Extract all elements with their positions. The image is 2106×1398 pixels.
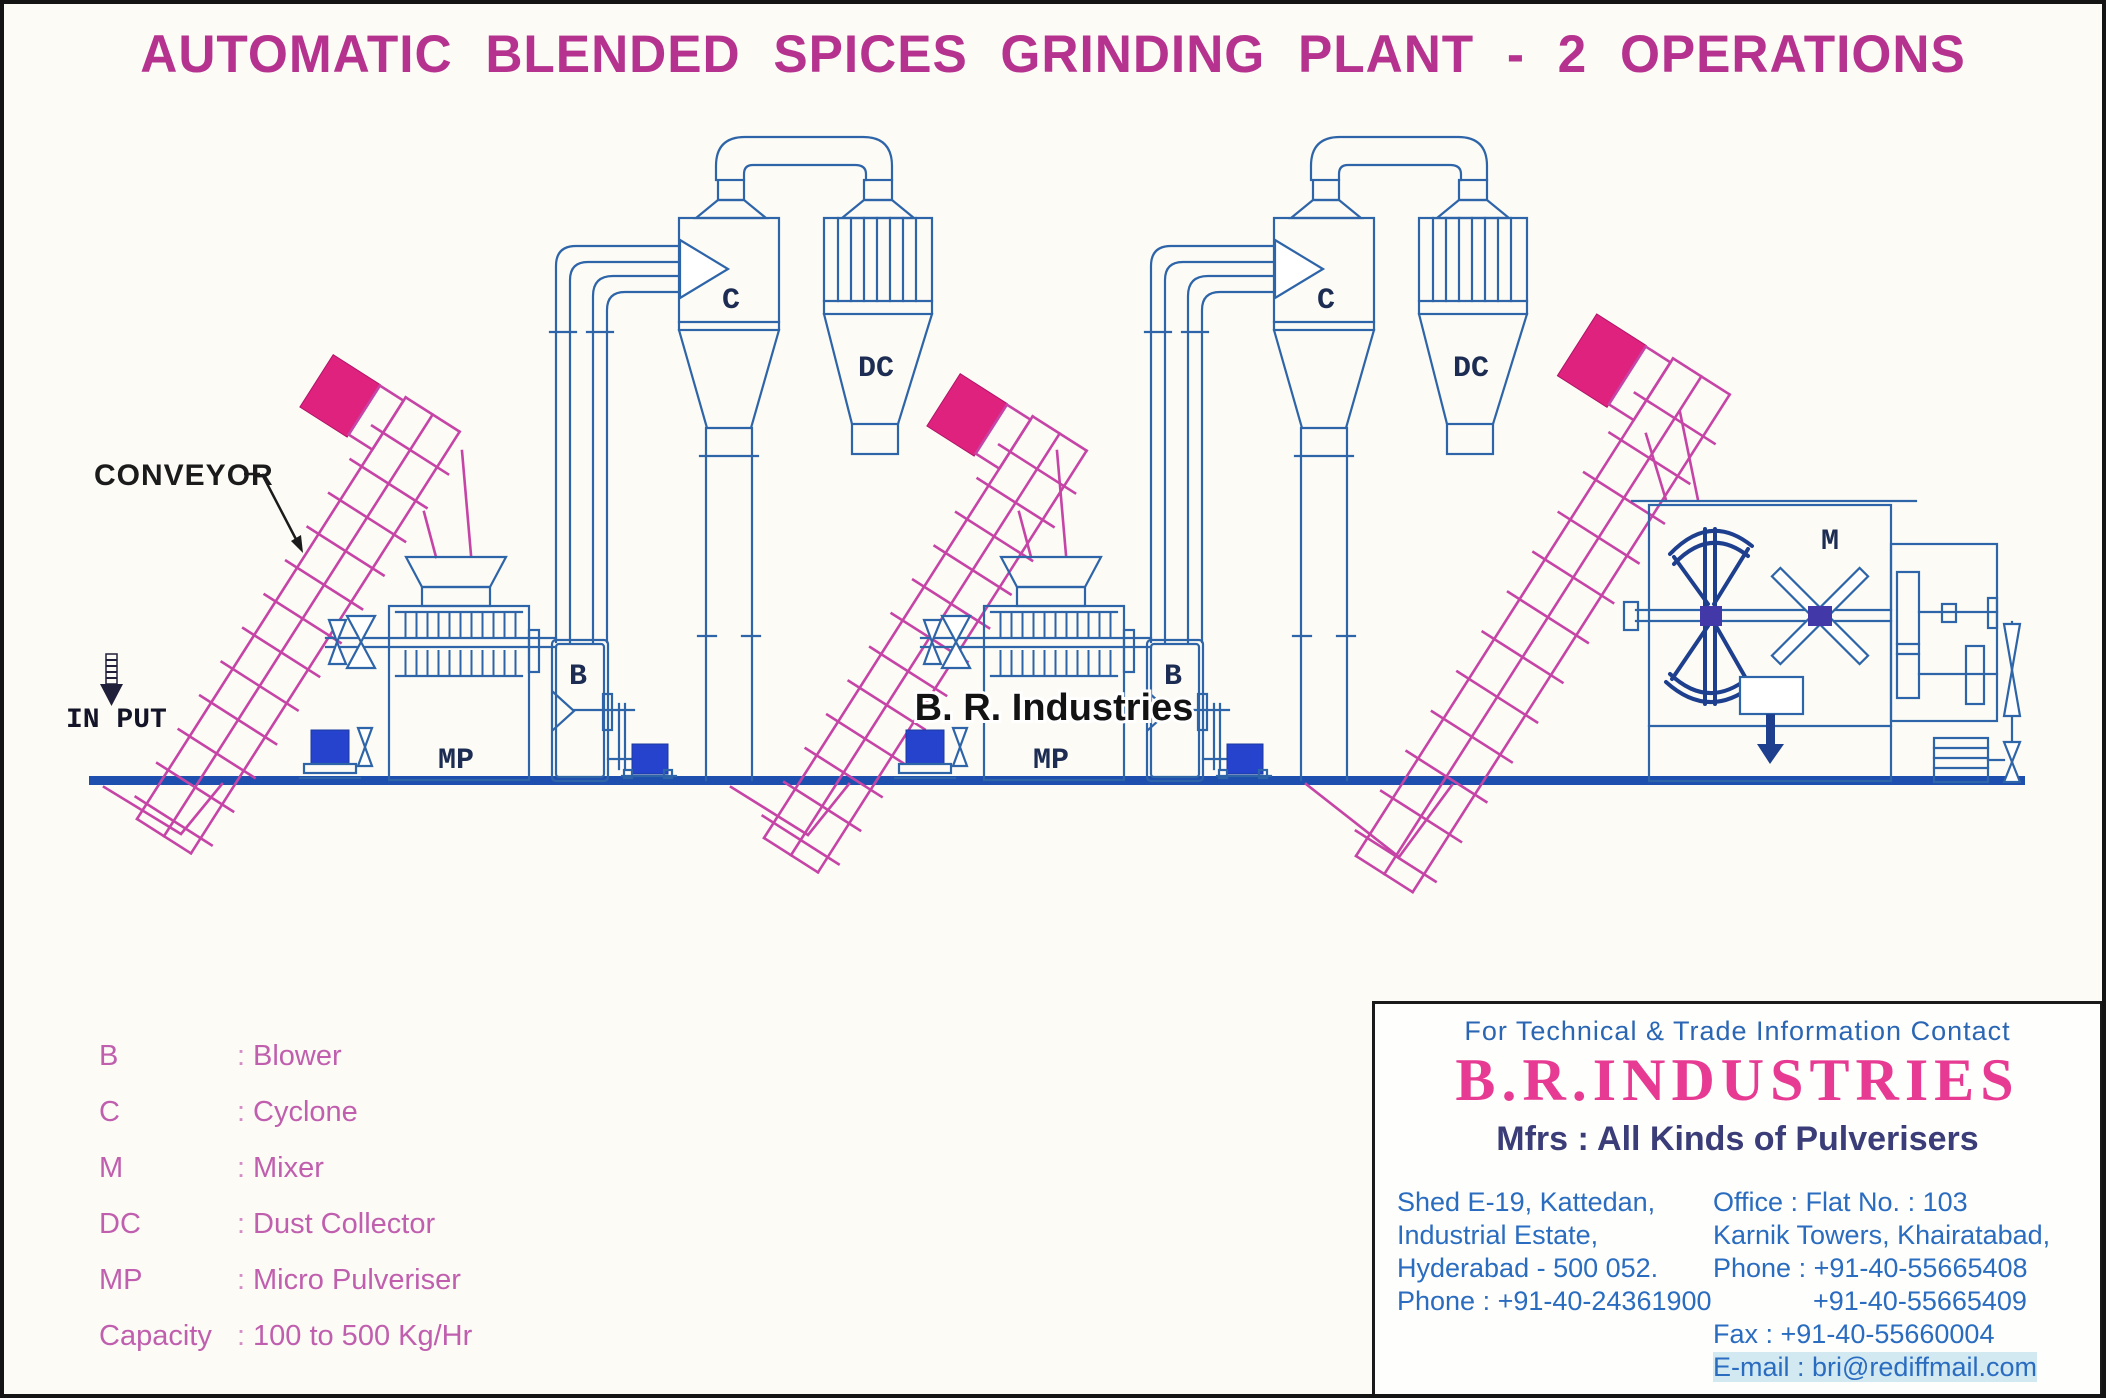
- office-email: E-mail : bri@rediffmail.com: [1713, 1351, 2100, 1384]
- legend-value: Micro Pulveriser: [253, 1263, 461, 1296]
- contact-card: For Technical & Trade Information Contac…: [1372, 1001, 2102, 1394]
- legend-row-mixer: M:Mixer: [99, 1140, 472, 1196]
- legend-value: Cyclone: [253, 1095, 358, 1128]
- legend-key: C: [99, 1095, 120, 1128]
- office-phone: Phone : +91-40-55665408: [1713, 1253, 2028, 1283]
- works-phone: Phone : +91-40-24361900: [1397, 1286, 1712, 1316]
- legend-key: M: [99, 1151, 124, 1184]
- address-line: Industrial Estate,: [1397, 1220, 1599, 1250]
- mixer-drive: [1889, 542, 2022, 784]
- legend-separator: :: [237, 1095, 246, 1128]
- legend: B:Blower C:Cyclone M:Mixer DC:Dust Colle…: [99, 1028, 472, 1364]
- contact-header: For Technical & Trade Information Contac…: [1464, 1016, 2011, 1046]
- operation-2: [893, 135, 1529, 783]
- plant-diagram-canvas: MP B: [64, 135, 2025, 901]
- legend-row-dust-collector: DC:Dust Collector: [99, 1196, 472, 1252]
- legend-key: B: [99, 1039, 119, 1072]
- address-office: Office : Flat No. : 103 Karnik Towers, K…: [1713, 1186, 2100, 1384]
- conveyor-boots: [102, 410, 1700, 859]
- mixer-discharge: [1738, 675, 1805, 716]
- mixer-label: M: [1821, 525, 1839, 559]
- conveyor-annotation: CONVEYOR: [94, 459, 303, 553]
- legend-key: MP: [99, 1263, 143, 1296]
- legend-key: DC: [99, 1207, 141, 1240]
- address-works: Shed E-19, Kattedan, Industrial Estate, …: [1375, 1186, 1713, 1384]
- legend-row-micro-pulveriser: MP:Micro Pulveriser: [99, 1252, 472, 1308]
- conveyor-3: [1280, 309, 1743, 901]
- mixer-motor: [1932, 736, 1990, 784]
- leader-arrowhead: [291, 535, 303, 553]
- legend-value: Blower: [253, 1039, 342, 1072]
- operation-1: [298, 135, 934, 783]
- office-phone-2: +91-40-55665409: [1813, 1286, 2027, 1316]
- address-line: Karnik Towers, Khairatabad,: [1713, 1220, 2051, 1250]
- legend-separator: :: [237, 1151, 246, 1184]
- legend-row-blower: B:Blower: [99, 1028, 472, 1084]
- address-line: Office : Flat No. : 103: [1713, 1187, 1968, 1217]
- page-title: AUTOMATIC BLENDED SPICES GRINDING PLANT …: [140, 25, 1966, 84]
- legend-separator: :: [237, 1263, 246, 1296]
- input-annotation: IN PUT: [66, 653, 167, 736]
- email-text: E-mail : bri@rediffmail.com: [1713, 1352, 2037, 1382]
- office-fax: Fax : +91-40-55660004: [1713, 1319, 1995, 1349]
- legend-separator: :: [237, 1039, 246, 1072]
- input-arrow-icon: [100, 684, 123, 706]
- company-name: B.R.INDUSTRIES: [1455, 1047, 2020, 1113]
- legend-separator: :: [237, 1207, 246, 1240]
- address-line: Hyderabad - 500 052.: [1397, 1253, 1659, 1283]
- company-tagline: Mfrs : All Kinds of Pulverisers: [1496, 1120, 1979, 1158]
- mixer-group: M: [1622, 499, 2022, 784]
- conveyor-label: CONVEYOR: [94, 459, 274, 492]
- legend-value: 100 to 500 Kg/Hr: [253, 1319, 473, 1352]
- legend-row-capacity: Capacity:100 to 500 Kg/Hr: [99, 1308, 472, 1364]
- legend-row-cyclone: C:Cyclone: [99, 1084, 472, 1140]
- address-line: Shed E-19, Kattedan,: [1397, 1187, 1656, 1217]
- input-label: IN PUT: [66, 705, 167, 736]
- legend-value: Dust Collector: [253, 1207, 436, 1240]
- legend-value: Mixer: [253, 1151, 324, 1184]
- watermark: B. R. Industries: [915, 687, 1194, 729]
- contact-address: Shed E-19, Kattedan, Industrial Estate, …: [1375, 1186, 2100, 1384]
- legend-key: Capacity: [99, 1319, 212, 1352]
- legend-separator: :: [237, 1319, 246, 1352]
